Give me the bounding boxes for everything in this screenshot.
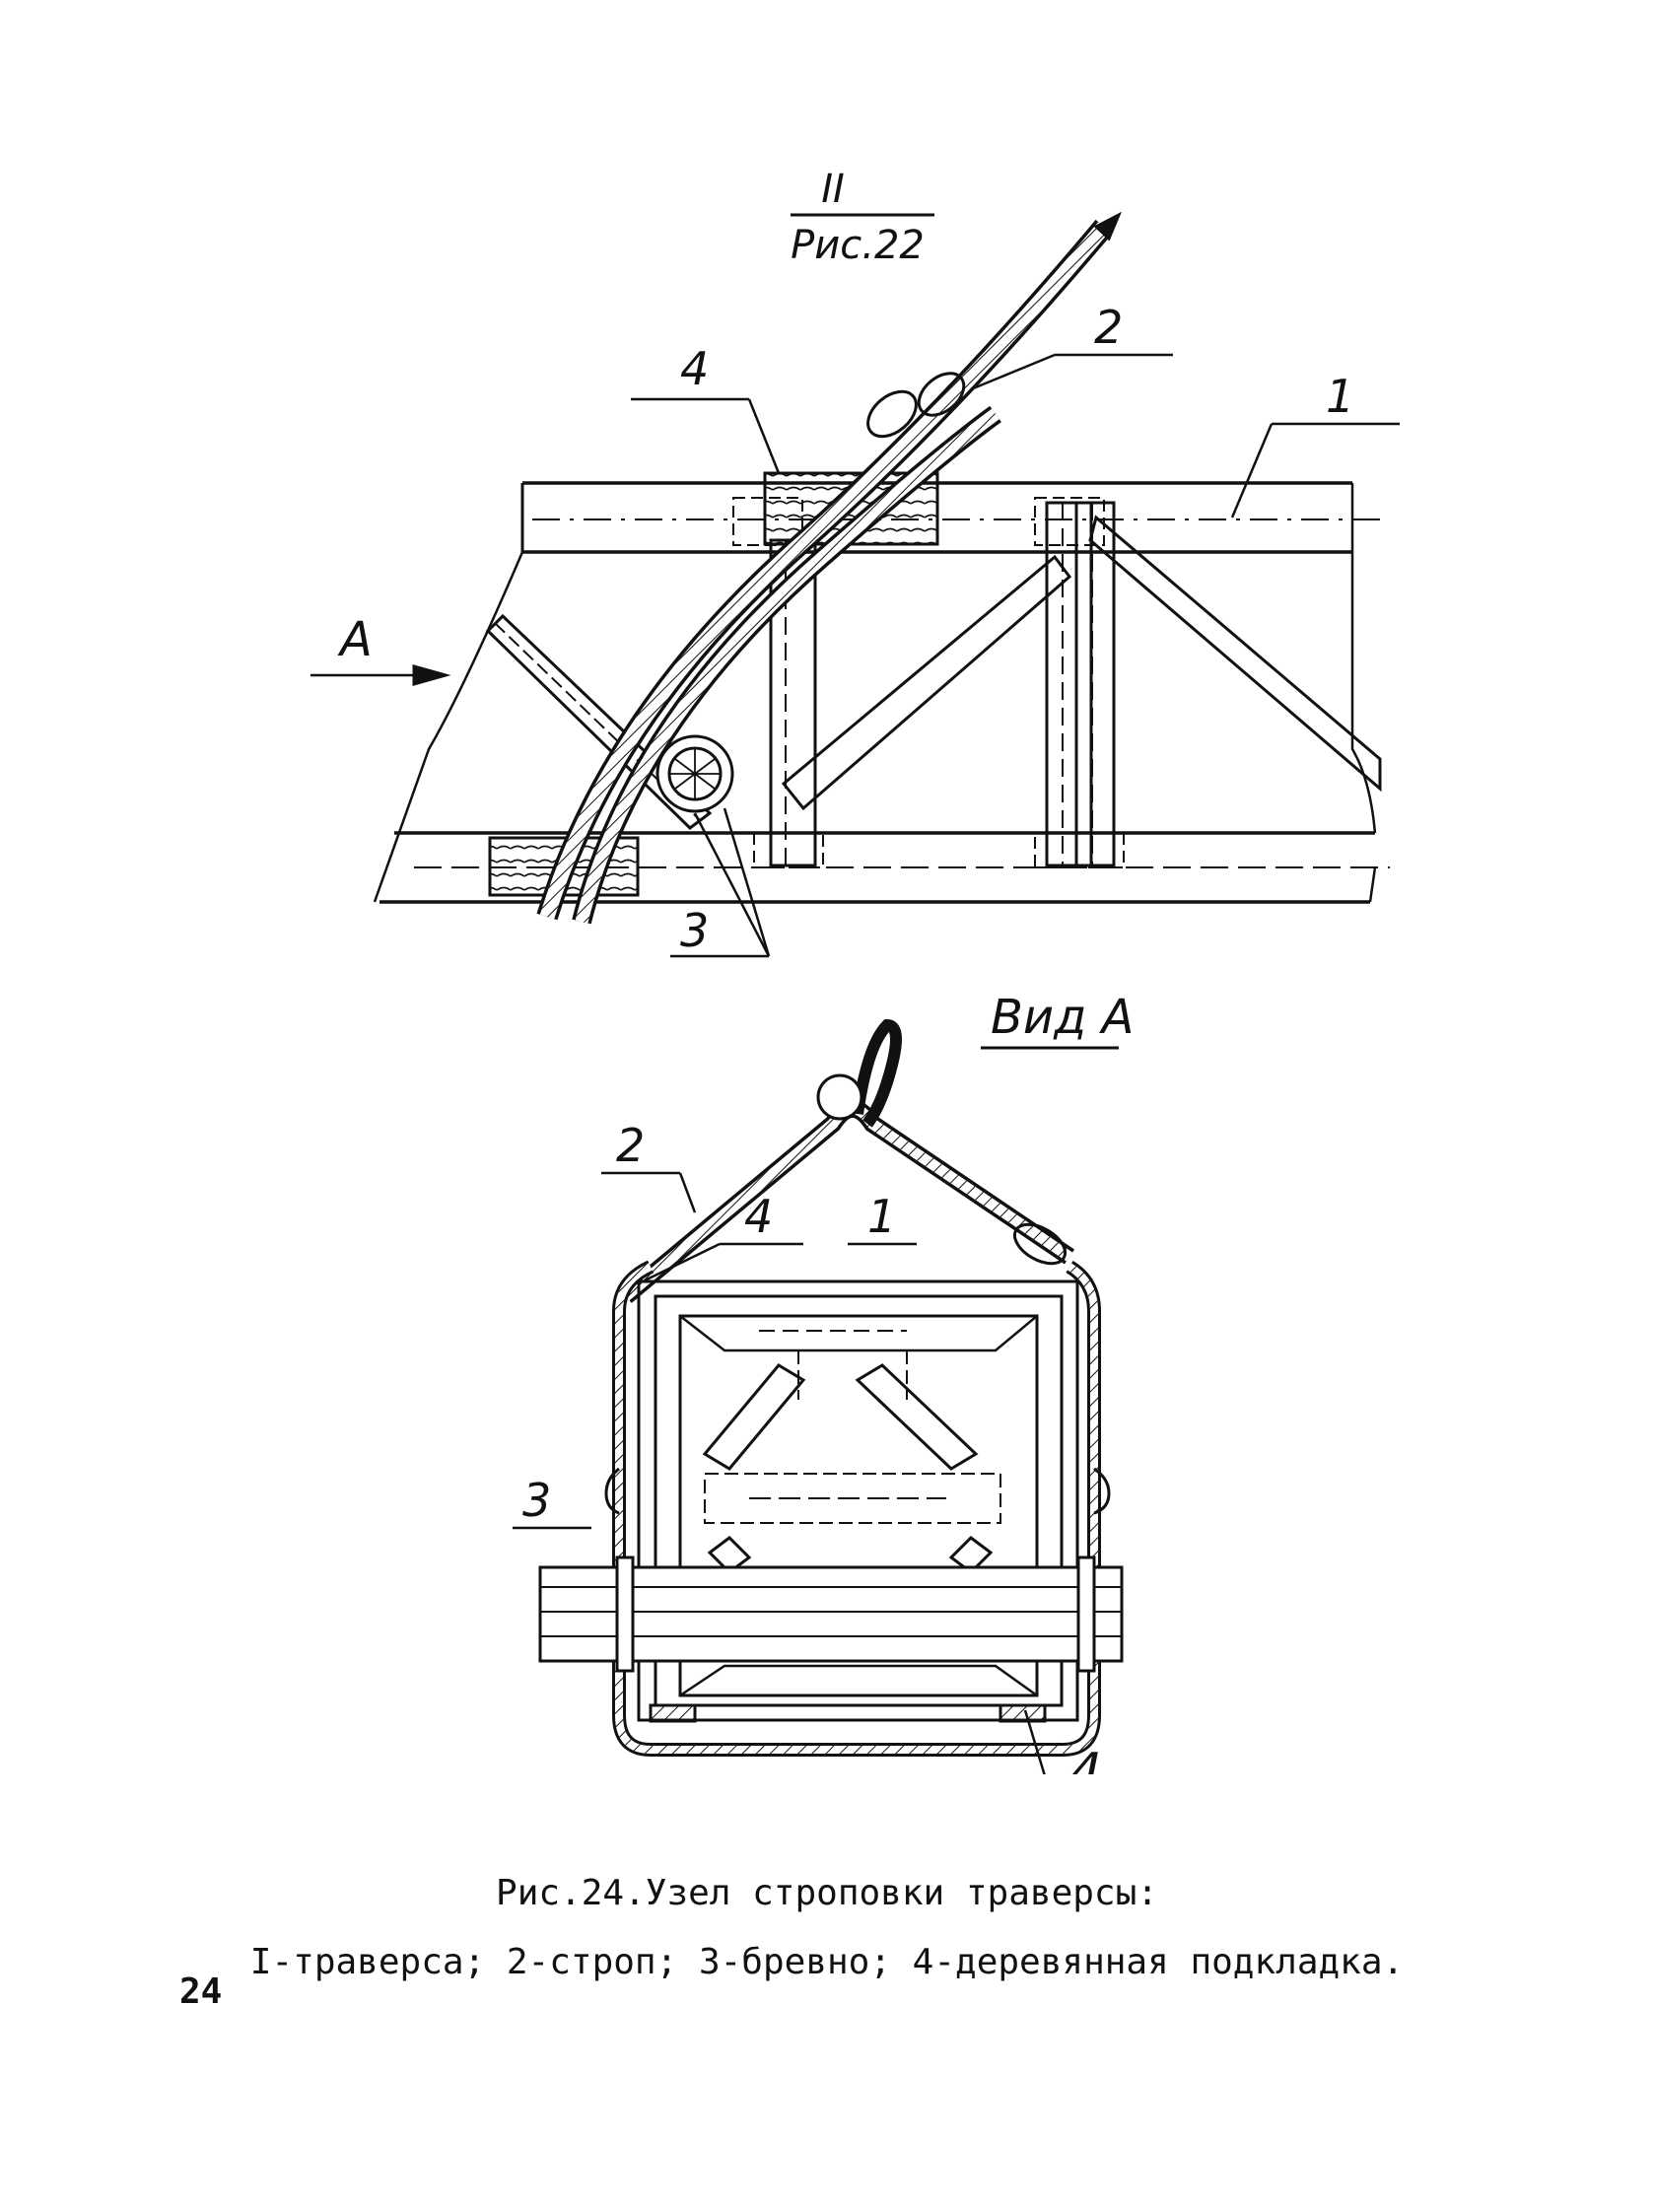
figure-caption-legend: I-траверса; 2-строп; 3-бревно; 4-деревян…: [249, 1942, 1405, 1982]
label-traverse-top: 1: [1326, 370, 1354, 423]
elevation-view: II Рис.22: [310, 167, 1400, 958]
view-a: Вид А: [513, 990, 1134, 1774]
label-sling-view: 2: [616, 1119, 645, 1172]
view-a-title: Вид А: [991, 990, 1134, 1045]
figure-caption-title: Рис.24.Узел строповки траверсы:: [496, 1873, 1158, 1913]
section-ref-figure: Рис.22: [791, 223, 925, 268]
section-ref-numeral: II: [821, 167, 845, 212]
label-log-view: 3: [522, 1474, 551, 1527]
technical-drawing: II Рис.22: [310, 167, 1400, 1774]
label-pad-view-top: 4: [744, 1190, 773, 1243]
label-log-top: 3: [680, 904, 709, 957]
label-pad-top: 4: [680, 342, 709, 395]
label-pad-view-bottom: 4: [1069, 1743, 1102, 1774]
view-arrow-label: A: [337, 612, 373, 667]
page-number: 24: [179, 1971, 223, 2012]
label-traverse-view: 1: [867, 1190, 896, 1243]
label-sling-top: 2: [1094, 301, 1123, 354]
